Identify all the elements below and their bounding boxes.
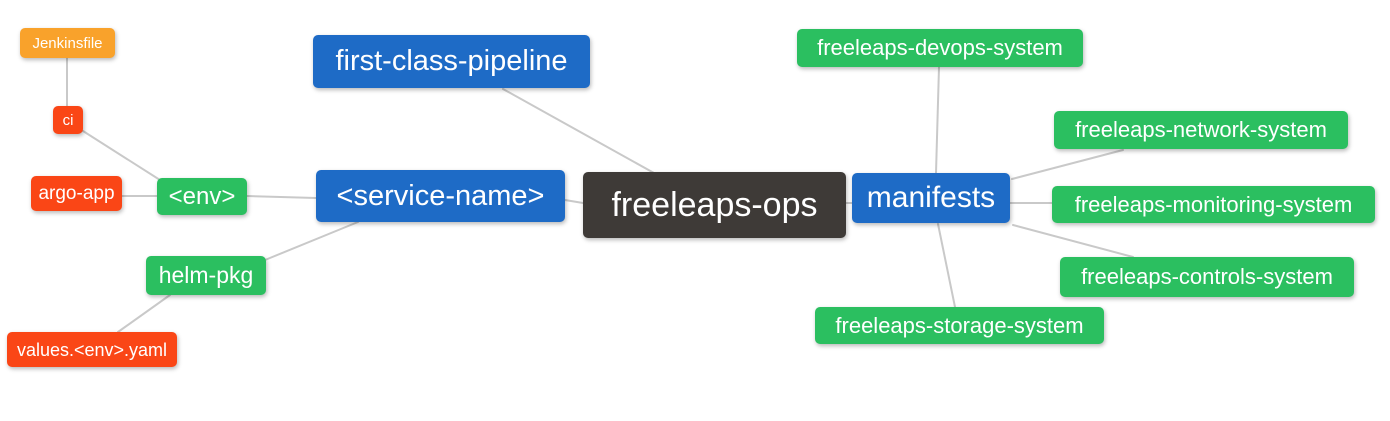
node-ci[interactable]: ci: [53, 106, 83, 134]
node-values-env-yaml[interactable]: values.<env>.yaml: [7, 332, 177, 367]
node-freeleaps-devops-system[interactable]: freeleaps-devops-system: [797, 29, 1083, 67]
edge-manifests-controls: [1012, 224, 1134, 258]
node-service-name[interactable]: <service-name>: [316, 170, 565, 222]
node-freeleaps-storage-system[interactable]: freeleaps-storage-system: [815, 307, 1104, 344]
edge-service-name-helm-pkg: [264, 221, 359, 261]
edge-first-class-pipeline-root: [502, 88, 655, 174]
node-freeleaps-network-system[interactable]: freeleaps-network-system: [1054, 111, 1348, 149]
node-helm-pkg[interactable]: helm-pkg: [146, 256, 266, 295]
edge-env-service-name: [246, 195, 317, 199]
node-manifests[interactable]: manifests: [852, 173, 1010, 223]
node-freeleaps-monitoring-system[interactable]: freeleaps-monitoring-system: [1052, 186, 1375, 223]
edge-service-name-root: [564, 199, 584, 204]
node-freeleaps-ops-root[interactable]: freeleaps-ops: [583, 172, 846, 238]
node-jenkinsfile[interactable]: Jenkinsfile: [20, 28, 115, 58]
node-argo-app[interactable]: argo-app: [31, 176, 122, 211]
node-freeleaps-controls-system[interactable]: freeleaps-controls-system: [1060, 257, 1354, 297]
edge-manifests-devops: [935, 66, 940, 174]
edge-manifests-storage: [937, 223, 956, 308]
node-first-class-pipeline[interactable]: first-class-pipeline: [313, 35, 590, 88]
edge-manifests-network: [1011, 149, 1124, 180]
edge-ci-env: [82, 130, 161, 181]
node-env[interactable]: <env>: [157, 178, 247, 215]
edge-helm-pkg-values: [117, 294, 171, 333]
